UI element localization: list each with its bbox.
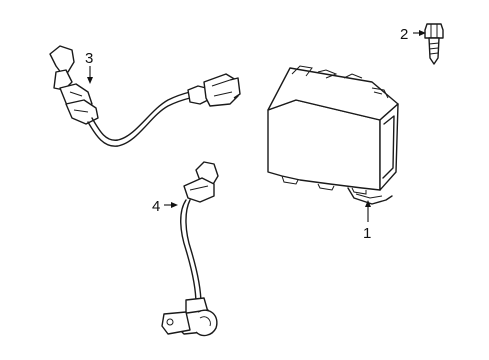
callout-1: 1 bbox=[363, 200, 371, 242]
callout-2-label: 2 bbox=[400, 26, 408, 43]
callout-2: 2 bbox=[400, 26, 426, 43]
wiring-harness-connector-icon bbox=[49, 45, 241, 147]
callout-4-label: 4 bbox=[152, 198, 160, 215]
callout-1-label: 1 bbox=[363, 225, 371, 242]
callout-3: 3 bbox=[85, 50, 93, 84]
callout-3-label: 3 bbox=[85, 50, 93, 67]
bolt-icon bbox=[424, 23, 444, 65]
control-module-icon bbox=[267, 65, 399, 205]
callout-4: 4 bbox=[152, 198, 178, 215]
speed-sensor-icon bbox=[161, 161, 219, 337]
